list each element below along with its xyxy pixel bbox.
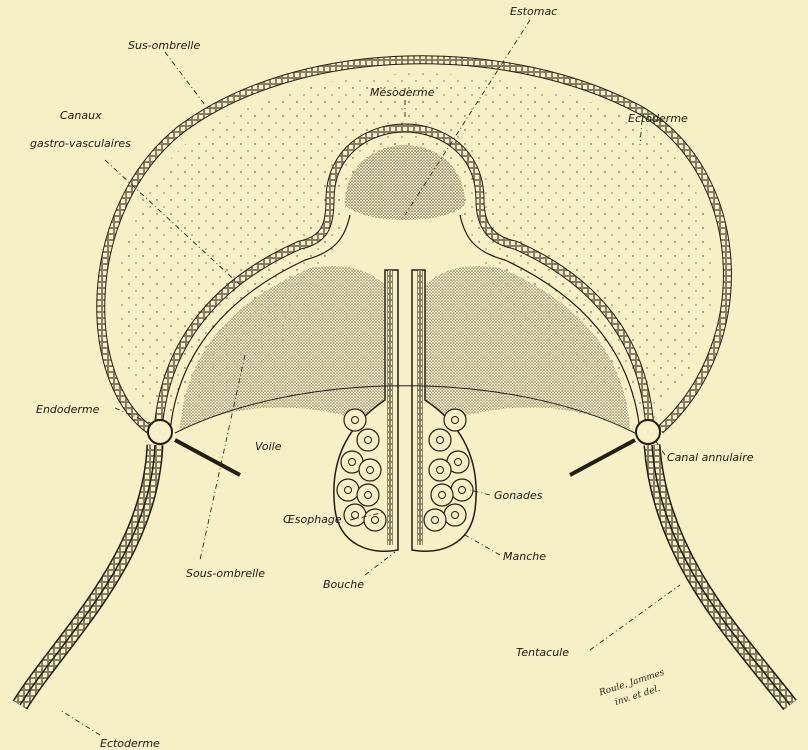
gonad-cell: [357, 429, 379, 451]
label-mesoderme: Mésoderme: [370, 86, 435, 99]
tentacle-right: [652, 445, 790, 705]
label-bouche: Bouche: [323, 578, 364, 591]
label-canal-annulaire: Canal annulaire: [667, 451, 754, 464]
label-gonades: Gonades: [494, 489, 543, 502]
label-ectoderme-top: Ectoderme: [628, 112, 688, 125]
gonad-cell: [431, 484, 453, 506]
label-sous-ombrelle: Sous-ombrelle: [186, 567, 265, 580]
label-sus-ombrelle: Sus-ombrelle: [128, 39, 200, 52]
gonad-cell: [364, 509, 386, 531]
artist-signature: Roule, Jammes inv. et del.: [597, 668, 670, 712]
tentacle-left: [20, 445, 155, 705]
label-canaux-line1: Canaux: [60, 109, 102, 122]
gonad-cell: [444, 504, 466, 526]
gonads: [337, 409, 473, 531]
label-ectoderme-bottom: Ectoderme: [100, 737, 160, 750]
ring-canal-right: [636, 420, 660, 444]
label-estomac: Estomac: [510, 5, 557, 18]
label-voile: Voile: [255, 440, 282, 453]
gonad-cell: [429, 429, 451, 451]
gonad-cell: [444, 409, 466, 431]
label-endoderme: Endoderme: [36, 403, 100, 416]
gonad-cell: [344, 409, 366, 431]
label-canaux-line2: gastro-vasculaires: [30, 137, 131, 150]
label-tentacule: Tentacule: [516, 646, 569, 659]
gonad-cell: [424, 509, 446, 531]
label-manche: Manche: [503, 550, 546, 563]
gonad-cell: [344, 504, 366, 526]
gonad-cell: [359, 459, 381, 481]
label-oesophage: Œsophage: [283, 513, 342, 526]
gonad-cell: [357, 484, 379, 506]
gonad-cell: [337, 479, 359, 501]
gonad-cell: [429, 459, 451, 481]
gonad-cell: [451, 479, 473, 501]
